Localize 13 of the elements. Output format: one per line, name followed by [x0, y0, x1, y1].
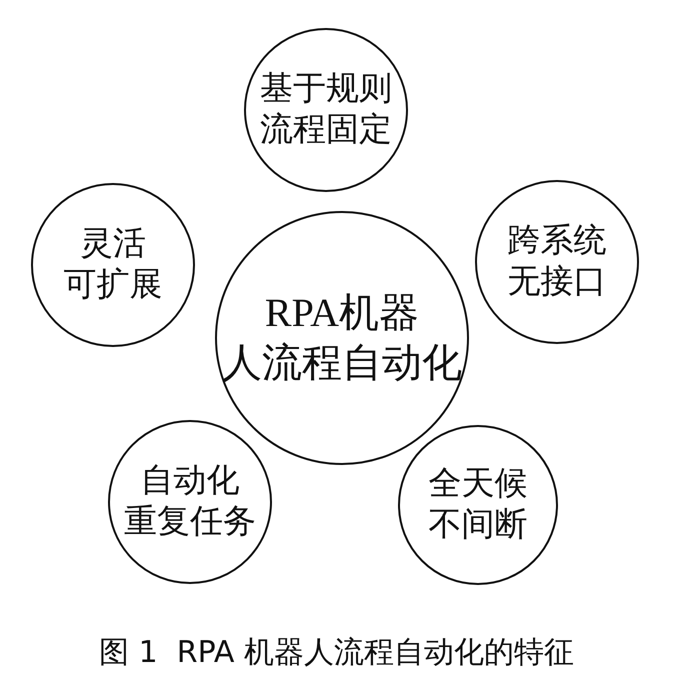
feature-circle [398, 425, 558, 585]
feature-circle [475, 180, 639, 344]
circle-label: 自动化重复任务 [124, 462, 256, 542]
circle-label: 跨系统无接口 [508, 222, 606, 302]
feature-circle [244, 28, 408, 192]
figure-caption: 图 1 RPA 机器人流程自动化的特征 [98, 634, 575, 672]
circle-label: 基于规则流程固定 [260, 70, 392, 150]
feature-circle [108, 420, 272, 584]
feature-circle [31, 183, 195, 347]
circle-label: 灵活可扩展 [64, 224, 162, 305]
central-circle [215, 211, 469, 465]
circle-label: 全天候不间断 [428, 464, 528, 545]
circle-label: RPA机器人流程自动化 [222, 289, 462, 387]
